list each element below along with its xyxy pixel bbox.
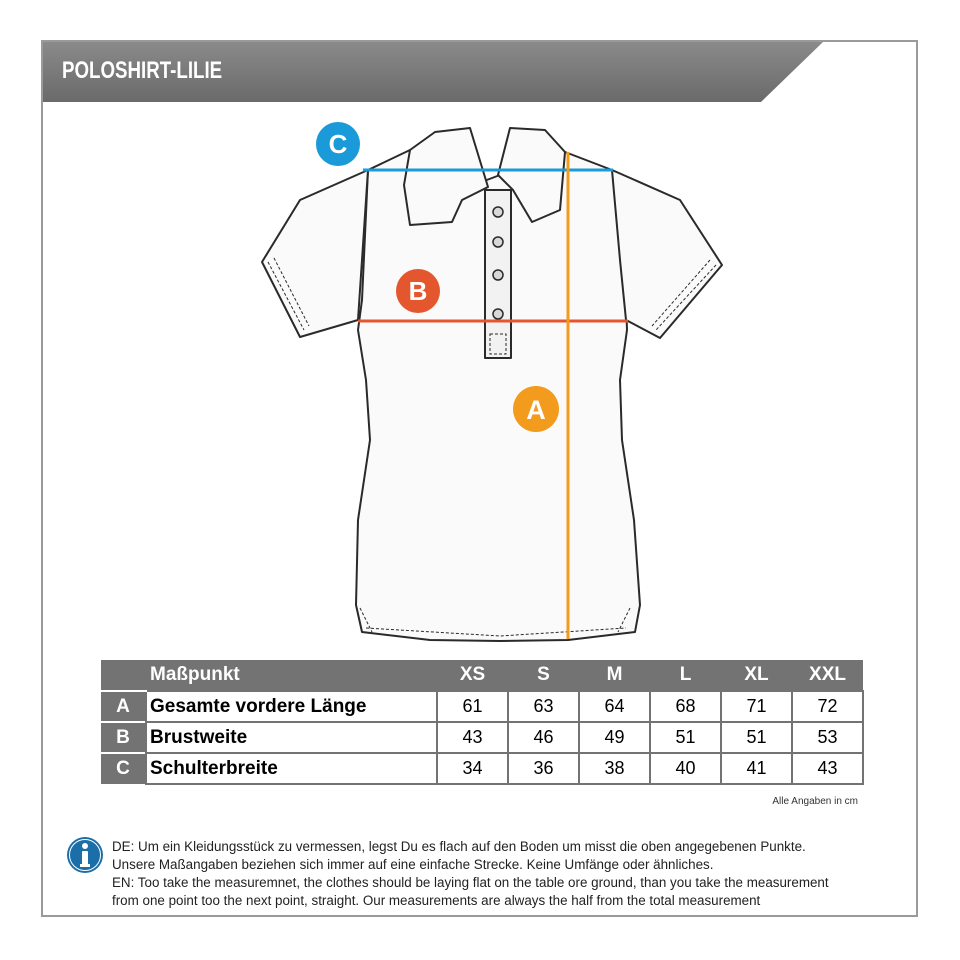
collar-left	[403, 127, 489, 226]
marker-c: C	[316, 122, 360, 166]
size-table: Maßpunkt XS S M L XL XXL A Gesamte vorde…	[101, 660, 864, 785]
collar-right	[497, 127, 566, 223]
row-name: Schulterbreite	[145, 752, 438, 785]
row-value: 71	[720, 690, 793, 723]
row-value: 43	[791, 752, 864, 785]
row-value: 51	[720, 721, 793, 754]
row-letter: C	[101, 752, 146, 784]
info-icon	[67, 837, 103, 873]
svg-text:A: A	[526, 395, 546, 425]
row-value: 68	[649, 690, 722, 723]
info-line: EN: Too take the measuremnet, the clothe…	[112, 875, 829, 890]
row-value: 43	[436, 721, 509, 754]
row-value: 61	[436, 690, 509, 723]
row-value: 72	[791, 690, 864, 723]
table-row: C Schulterbreite 34 36 38 40 41 43	[101, 752, 864, 785]
units-note: Alle Angaben in cm	[772, 796, 858, 807]
info-text: DE: Um ein Kleidungsstück zu vermessen, …	[112, 838, 902, 910]
size-header: S	[508, 660, 579, 691]
left-sleeve	[261, 169, 369, 338]
row-letter: B	[101, 721, 146, 753]
size-header: M	[579, 660, 650, 691]
info-line: from one point too the next point, strai…	[112, 893, 761, 908]
header-corner	[101, 660, 146, 691]
info-line: Unsere Maßangaben beziehen sich immer au…	[112, 857, 714, 872]
row-value: 41	[720, 752, 793, 785]
svg-text:B: B	[409, 276, 428, 306]
row-value: 63	[507, 690, 580, 723]
info-line: DE: Um ein Kleidungsstück zu vermessen, …	[112, 839, 806, 854]
row-value: 51	[649, 721, 722, 754]
header-label: Maßpunkt	[146, 660, 437, 691]
row-value: 40	[649, 752, 722, 785]
marker-b: B	[396, 269, 440, 313]
row-value: 38	[578, 752, 651, 785]
table-row: B Brustweite 43 46 49 51 51 53	[101, 721, 864, 754]
size-header: XS	[437, 660, 508, 691]
title-banner	[43, 42, 823, 102]
row-value: 34	[436, 752, 509, 785]
row-value: 49	[578, 721, 651, 754]
table-row: A Gesamte vordere Länge 61 63 64 68 71 7…	[101, 690, 864, 723]
size-header: L	[650, 660, 721, 691]
size-header: XXL	[792, 660, 863, 691]
row-name: Gesamte vordere Länge	[145, 690, 438, 723]
page-title: POLOSHIRT-LILIE	[62, 57, 223, 84]
row-letter: A	[101, 690, 146, 722]
poloshirt-diagram: C B A	[261, 122, 723, 642]
row-name: Brustweite	[145, 721, 438, 754]
table-header-row: Maßpunkt XS S M L XL XXL	[101, 660, 863, 691]
size-header: XL	[721, 660, 792, 691]
svg-text:C: C	[329, 129, 348, 159]
row-value: 36	[507, 752, 580, 785]
row-value: 53	[791, 721, 864, 754]
marker-a: A	[513, 386, 559, 432]
right-sleeve	[611, 169, 723, 339]
row-value: 64	[578, 690, 651, 723]
row-value: 46	[507, 721, 580, 754]
